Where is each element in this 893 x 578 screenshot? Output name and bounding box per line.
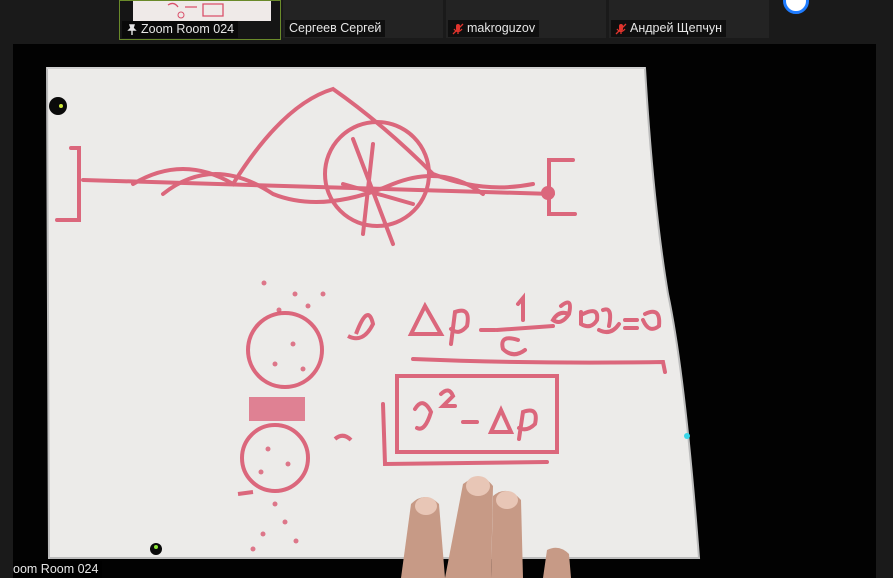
participant-tile-sergeev[interactable]: Сергеев Сергей bbox=[283, 0, 443, 38]
pin-icon bbox=[126, 23, 138, 36]
participant-name: makroguzov bbox=[467, 21, 536, 35]
avatar[interactable] bbox=[783, 0, 809, 14]
participant-strip: Zoom Room 024 Сергеев Сергей makroguzov … bbox=[0, 0, 893, 40]
whiteboard-video-frame bbox=[45, 67, 701, 578]
participant-name-tag: Андрей Щепчун bbox=[611, 20, 726, 37]
main-video[interactable]: oom Room 024 bbox=[13, 44, 876, 578]
speaker-name-tag: oom Room 024 bbox=[13, 561, 103, 578]
participant-name: Zoom Room 024 bbox=[141, 22, 235, 36]
participant-name: Андрей Щепчун bbox=[630, 21, 722, 35]
participant-tile-zoom-room[interactable]: Zoom Room 024 bbox=[119, 0, 281, 40]
participant-name: Сергеев Сергей bbox=[289, 21, 382, 35]
muted-mic-icon bbox=[452, 23, 464, 35]
participant-name-tag: makroguzov bbox=[448, 20, 540, 37]
participant-tile-makroguzov[interactable]: makroguzov bbox=[446, 0, 606, 38]
participant-tile-andrey[interactable]: Андрей Щепчун bbox=[609, 0, 769, 38]
muted-mic-icon bbox=[615, 23, 627, 35]
participant-video-thumbnail bbox=[133, 1, 271, 21]
participant-name-tag: Сергеев Сергей bbox=[285, 20, 386, 37]
speaker-name: oom Room 024 bbox=[13, 562, 99, 576]
participant-name-tag: Zoom Room 024 bbox=[122, 21, 239, 38]
